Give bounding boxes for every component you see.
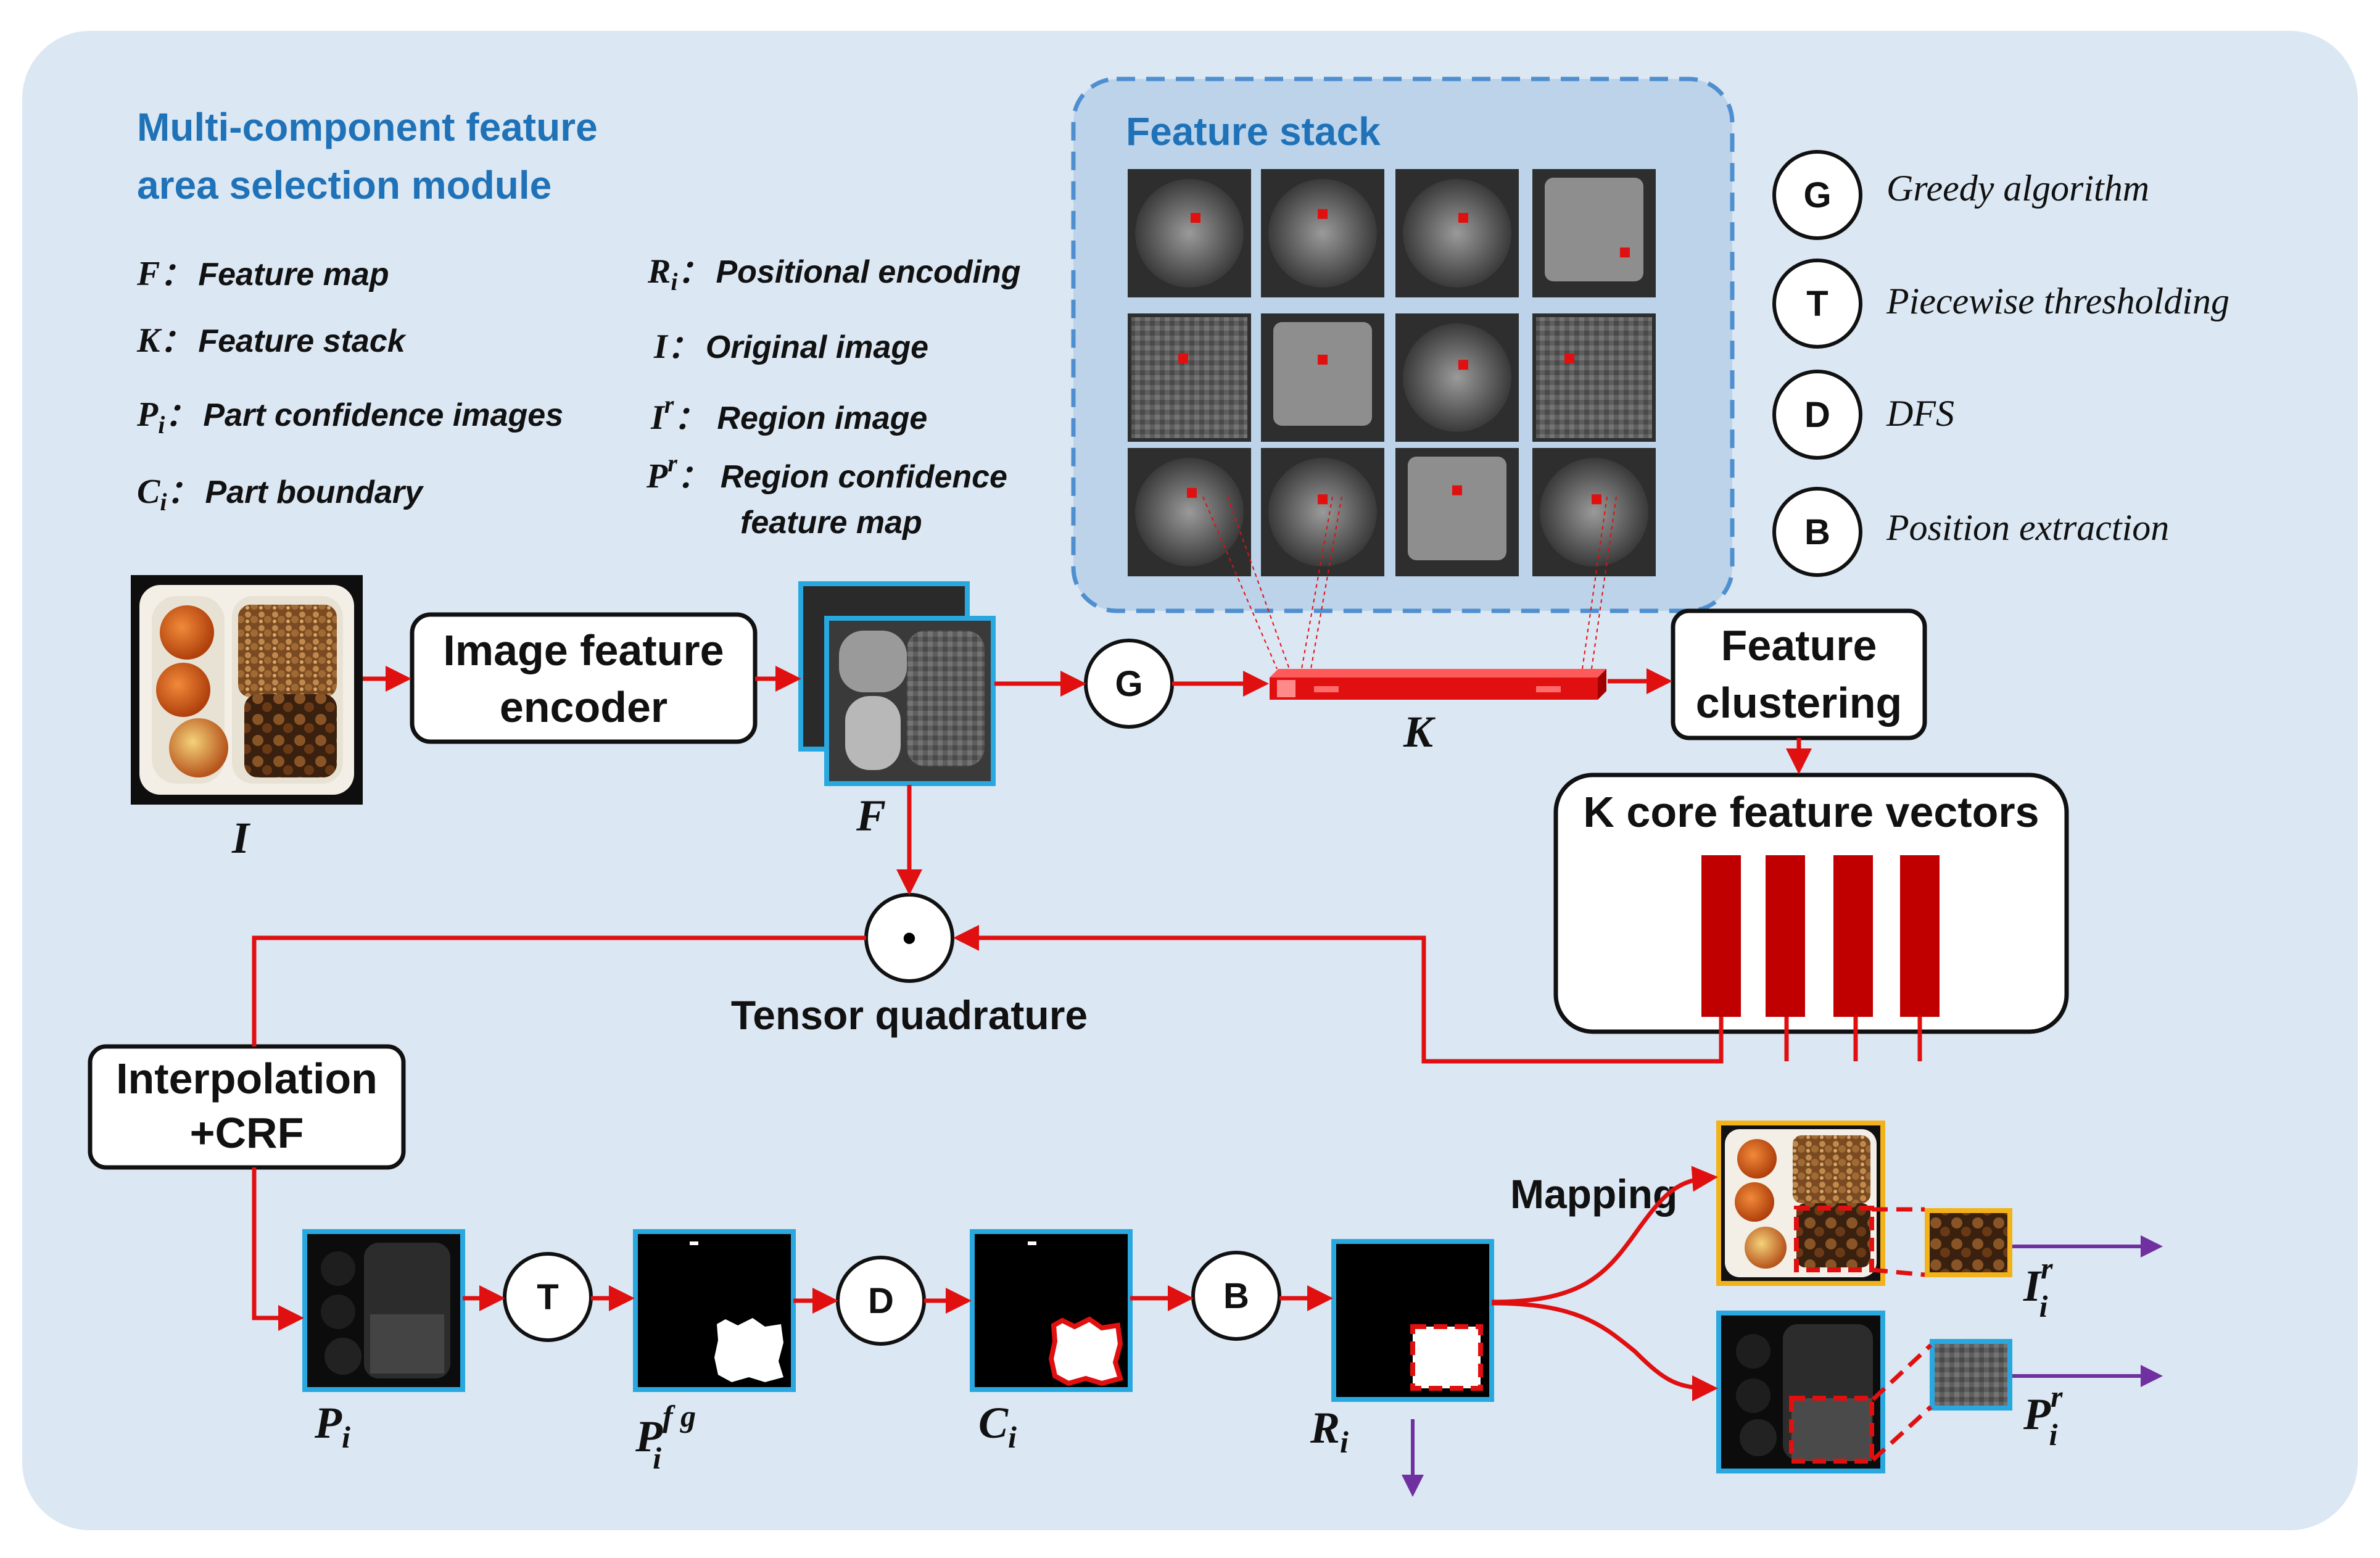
feature-thumbnail <box>1532 313 1656 442</box>
interp-label-line2: +CRF <box>190 1109 304 1157</box>
encoder-label-line2: encoder <box>500 683 667 731</box>
feature-point-marker <box>1458 213 1468 223</box>
feature-point-marker <box>1620 247 1630 258</box>
legend-item: Pr：Region confidence <box>646 449 1007 495</box>
legend-item: Ir：Region image <box>650 391 927 437</box>
legend-item: I：Original image <box>653 328 928 366</box>
positional-encoding-map <box>1331 1239 1494 1402</box>
feature-point-marker <box>1564 353 1574 363</box>
feature-stack-bar <box>1270 669 1606 700</box>
feature-thumbnail <box>1532 169 1656 297</box>
encoder-label-line1: Image feature <box>443 626 724 674</box>
feature-point-marker <box>1318 354 1328 365</box>
key-letter: D <box>1804 395 1830 435</box>
core-vectors-label: K core feature vectors <box>1583 788 2039 836</box>
key-text: Piecewise thresholding <box>1886 281 2229 321</box>
label-K: K <box>1403 707 1436 756</box>
legend-item: Ci：Part boundary <box>137 473 424 516</box>
position-letter: B <box>1223 1276 1249 1316</box>
legend-item-line2: feature map <box>740 505 922 541</box>
label-Ri: Ri <box>1310 1403 1349 1459</box>
legend-item: Pi：Part confidence images <box>136 396 563 439</box>
output-arrows <box>1402 1235 2163 1497</box>
label-Ci: Ci <box>978 1398 1017 1454</box>
feature-thumbnail <box>1261 448 1384 576</box>
mapping-label: Mapping <box>1510 1171 1677 1217</box>
key-circle-t <box>1772 259 1862 349</box>
feature-thumbnail <box>1261 169 1384 297</box>
feature-map-stack <box>798 581 996 786</box>
clustering-label-line1: Feature <box>1721 621 1877 669</box>
part-boundary-map <box>970 1229 1133 1392</box>
key-circle-b <box>1772 487 1862 577</box>
stack-connectors <box>1202 496 1617 669</box>
mapping-dashed-lines <box>1871 1207 1933 1462</box>
feature-point-marker <box>1178 353 1188 363</box>
feature-point-marker <box>1458 360 1468 370</box>
key-letter: G <box>1803 175 1831 215</box>
feature-thumbnail <box>1128 169 1251 297</box>
feature-thumbnail <box>1395 169 1519 297</box>
feature-thumbnail <box>1261 313 1384 442</box>
feature-stack-grid <box>1128 169 1656 576</box>
key-legend: G Greedy algorithm T Piecewise threshold… <box>1772 150 2229 577</box>
legend-right: Ri：Positional encoding I：Original image … <box>646 252 1021 541</box>
module-title-line2: area selection module <box>137 163 552 207</box>
legend-item: K：Feature stack <box>136 321 407 360</box>
key-text: Position extraction <box>1886 507 2169 548</box>
feature-point-marker <box>1318 494 1328 505</box>
feature-point-marker <box>1191 213 1200 223</box>
feature-point-marker <box>1187 487 1197 498</box>
core-vector-bars <box>1701 855 1940 1017</box>
interp-label-line1: Interpolation <box>116 1055 378 1103</box>
legend-item: F：Feature map <box>136 255 389 293</box>
module-title-line1: Multi-component feature <box>137 105 598 149</box>
region-confidence-map <box>1930 1339 2012 1411</box>
feature-thumbnail <box>1128 448 1251 576</box>
feature-stack-title: Feature stack <box>1126 109 1381 154</box>
feature-thumbnail <box>1395 313 1519 442</box>
feature-thumbnail <box>1128 313 1251 442</box>
label-Pi: Pi <box>314 1398 350 1454</box>
mapped-original-image <box>1716 1121 1885 1286</box>
dfs-letter: D <box>868 1281 894 1321</box>
original-image <box>131 575 363 805</box>
greedy-letter: G <box>1115 664 1142 704</box>
foreground-map <box>633 1229 796 1392</box>
key-letter: B <box>1804 512 1830 552</box>
legend-item: Ri：Positional encoding <box>647 252 1021 296</box>
mapped-confidence-map <box>1716 1311 1885 1473</box>
label-I: I <box>231 813 251 863</box>
label-F: F <box>856 791 886 840</box>
feature-point-marker <box>1318 209 1328 219</box>
feature-point-marker <box>1592 494 1601 505</box>
key-letter: T <box>1806 284 1828 324</box>
key-text: Greedy algorithm <box>1886 168 2149 209</box>
key-circle-d <box>1772 370 1862 460</box>
feature-thumbnail <box>1395 448 1519 576</box>
clustering-label-line2: clustering <box>1696 679 1903 727</box>
region-image <box>1925 1208 2012 1277</box>
key-text: DFS <box>1886 393 1954 434</box>
part-confidence-map <box>302 1229 465 1392</box>
tensor-label: Tensor quadrature <box>731 992 1088 1038</box>
interpolation-box <box>88 1044 406 1170</box>
key-circle-g <box>1772 150 1862 240</box>
feature-thumbnail <box>1532 448 1656 576</box>
tensor-dot: • <box>903 916 916 960</box>
threshold-letter: T <box>537 1277 558 1317</box>
legend-left: F：Feature map K：Feature stack Pi：Part co… <box>136 255 563 516</box>
feature-point-marker <box>1452 485 1462 495</box>
flow-arrows <box>252 666 1922 1401</box>
